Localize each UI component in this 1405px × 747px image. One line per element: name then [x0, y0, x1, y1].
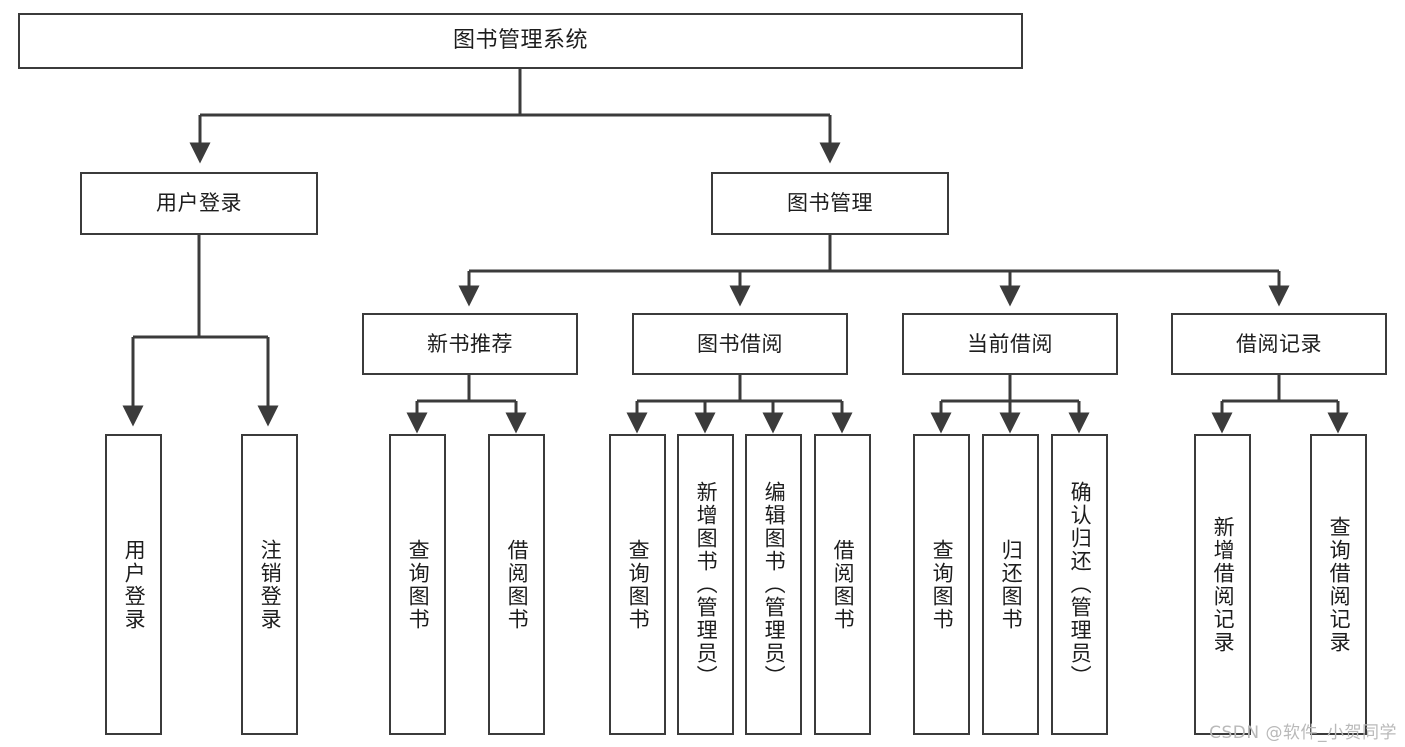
leaf-borrow-edit-book-label: 编辑图书（管理员）: [762, 481, 787, 688]
node-user-login[interactable]: 用户登录: [80, 172, 318, 235]
leaf-recommend-query-book-label: 查询图书: [406, 538, 431, 631]
leaf-borrow-add-book-label: 新增图书（管理员）: [694, 481, 719, 688]
leaf-borrow-add-book[interactable]: 新增图书（管理员）: [677, 434, 734, 735]
leaf-recommend-query-book[interactable]: 查询图书: [389, 434, 446, 735]
node-current-borrow[interactable]: 当前借阅: [902, 313, 1118, 375]
node-current-borrow-label: 当前借阅: [967, 331, 1053, 356]
leaf-user-logout-label: 注销登录: [258, 538, 283, 631]
leaf-borrow-borrow-book[interactable]: 借阅图书: [814, 434, 871, 735]
node-book-borrow[interactable]: 图书借阅: [632, 313, 848, 375]
node-book-borrow-label: 图书借阅: [697, 331, 783, 356]
node-new-book-recommend-label: 新书推荐: [427, 331, 513, 356]
leaf-current-query-book-label: 查询图书: [930, 538, 955, 631]
csdn-watermark: CSDN @软件_小贺同学: [1209, 723, 1397, 743]
node-user-login-label: 用户登录: [156, 191, 242, 216]
leaf-current-return-book[interactable]: 归还图书: [982, 434, 1039, 735]
node-root[interactable]: 图书管理系统: [18, 13, 1023, 69]
leaf-record-add-record-label: 新增借阅记录: [1211, 515, 1236, 654]
leaf-recommend-borrow-book-label: 借阅图书: [505, 538, 530, 631]
leaf-current-return-book-label: 归还图书: [999, 538, 1024, 631]
node-borrow-record[interactable]: 借阅记录: [1171, 313, 1387, 375]
leaf-borrow-edit-book[interactable]: 编辑图书（管理员）: [745, 434, 802, 735]
leaf-user-login-label: 用户登录: [122, 538, 147, 631]
leaf-recommend-borrow-book[interactable]: 借阅图书: [488, 434, 545, 735]
leaf-current-confirm-return-label: 确认归还（管理员）: [1068, 481, 1093, 688]
leaf-borrow-borrow-book-label: 借阅图书: [831, 538, 856, 631]
node-root-label: 图书管理系统: [452, 28, 588, 54]
node-borrow-record-label: 借阅记录: [1236, 331, 1322, 356]
node-new-book-recommend[interactable]: 新书推荐: [362, 313, 578, 375]
leaf-record-add-record[interactable]: 新增借阅记录: [1194, 434, 1251, 735]
leaf-record-query-record-label: 查询借阅记录: [1327, 515, 1352, 654]
node-book-manage[interactable]: 图书管理: [711, 172, 949, 235]
leaf-record-query-record[interactable]: 查询借阅记录: [1310, 434, 1367, 735]
leaf-borrow-query-book[interactable]: 查询图书: [609, 434, 666, 735]
leaf-current-query-book[interactable]: 查询图书: [913, 434, 970, 735]
leaf-user-logout[interactable]: 注销登录: [241, 434, 298, 735]
leaf-borrow-query-book-label: 查询图书: [626, 538, 651, 631]
leaf-user-login[interactable]: 用户登录: [105, 434, 162, 735]
leaf-current-confirm-return[interactable]: 确认归还（管理员）: [1051, 434, 1108, 735]
node-book-manage-label: 图书管理: [787, 191, 873, 216]
